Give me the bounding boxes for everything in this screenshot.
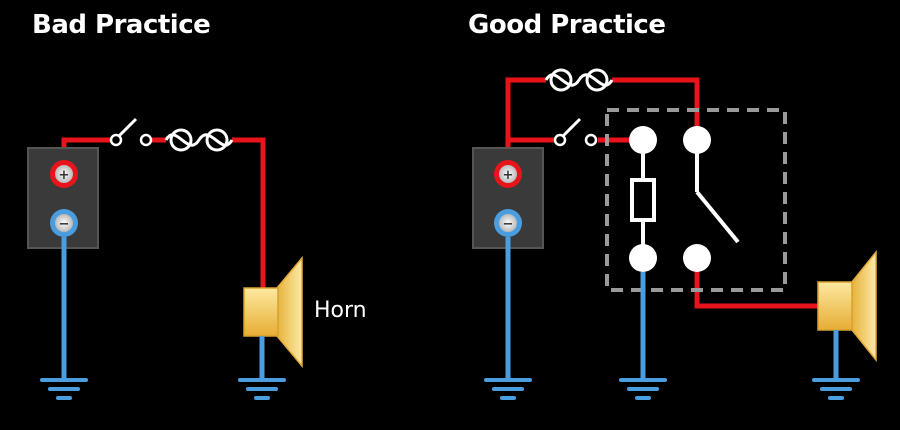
ground-icon bbox=[484, 378, 532, 400]
battery-icon: + − bbox=[27, 147, 99, 249]
good-practice-title: Good Practice bbox=[468, 10, 666, 40]
bad-practice-circuit: + − bbox=[27, 117, 303, 400]
fuse-icon bbox=[164, 128, 234, 152]
positive-wire bbox=[232, 137, 266, 290]
minus-terminal-label: − bbox=[59, 217, 70, 232]
switch-icon bbox=[553, 117, 598, 147]
positive-wire bbox=[694, 260, 820, 309]
relay-icon bbox=[605, 108, 787, 292]
fuse-icon bbox=[544, 68, 614, 92]
ground-icon bbox=[238, 378, 286, 400]
plus-terminal-label: + bbox=[59, 168, 70, 183]
ground-icon bbox=[812, 378, 860, 400]
switch-icon bbox=[109, 117, 153, 147]
ground-icon bbox=[40, 378, 88, 400]
positive-wire bbox=[612, 77, 700, 130]
minus-terminal-label: − bbox=[503, 217, 514, 232]
ground-icon bbox=[619, 378, 667, 400]
horn-label: Horn bbox=[314, 298, 367, 323]
battery-icon: + − bbox=[472, 147, 544, 249]
horn-icon bbox=[243, 255, 303, 369]
plus-terminal-label: + bbox=[503, 168, 514, 183]
bad-practice-title: Bad Practice bbox=[32, 10, 211, 40]
good-practice-circuit: + − bbox=[472, 68, 877, 400]
horn-icon bbox=[817, 249, 877, 363]
